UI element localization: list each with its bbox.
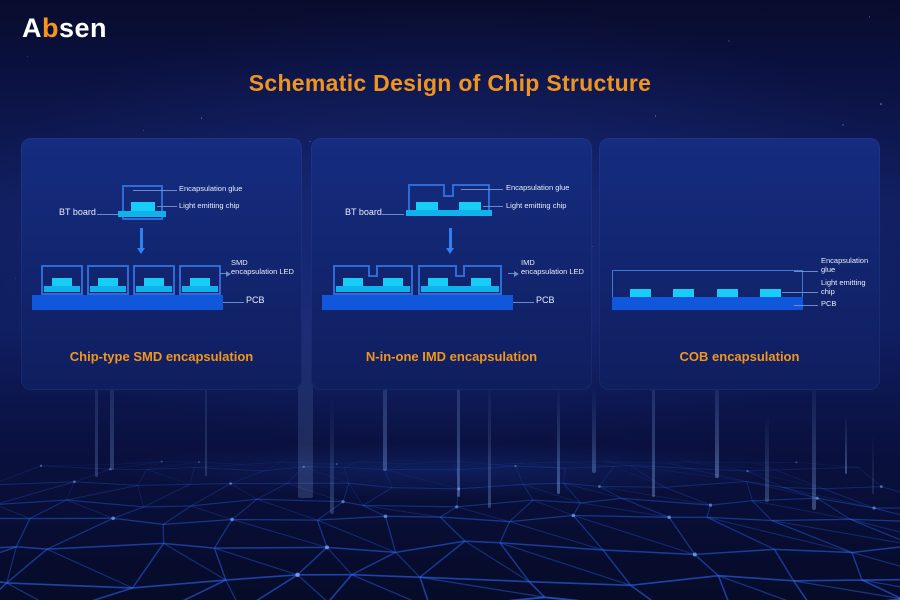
label-glue-line2: glue <box>821 265 836 274</box>
label-glue-line1: Encapsulation <box>821 256 869 265</box>
panel-caption: N-in-one IMD encapsulation <box>365 349 538 364</box>
label-led-line2: encapsulation LED <box>521 267 584 276</box>
leader-encapsulation-glue <box>794 271 818 272</box>
label-pcb: PCB <box>246 295 265 305</box>
leader-pcb <box>513 302 534 303</box>
label-light-emitting-chip: Light emitting chip <box>179 201 240 210</box>
imd-light-emitting-chip <box>459 202 481 210</box>
label-led-line1: IMD <box>521 258 535 267</box>
imd-light-emitting-chip <box>416 202 438 210</box>
leader-light-emitting-chip <box>483 206 503 207</box>
absen-logo: Absen <box>22 13 107 44</box>
smd-light-emitting-chip <box>131 202 155 211</box>
pcb-bar <box>612 297 803 310</box>
package-chip <box>343 278 363 286</box>
leader-light-emitting-chip <box>157 206 177 207</box>
package-base <box>90 286 126 292</box>
leader-light-emitting-chip <box>782 292 818 293</box>
logo-letter-a: A <box>22 13 42 43</box>
leader-encapsulation-glue <box>461 189 503 190</box>
cob-light-emitting-chip <box>717 289 738 297</box>
imd-notch <box>368 265 378 277</box>
label-led-line2: encapsulation LED <box>231 267 294 276</box>
leader-encapsulation-glue <box>133 190 177 191</box>
package-chip <box>98 278 118 286</box>
smd-bt-board-strip <box>118 211 166 217</box>
panel-imd-encapsulation: Encapsulation glue Light emitting chip B… <box>311 138 592 390</box>
smd-package <box>87 265 129 295</box>
label-bt-board: BT board <box>345 207 382 217</box>
package-base <box>44 286 80 292</box>
label-bt-board: BT board <box>59 207 96 217</box>
package-chip <box>190 278 210 286</box>
leader-pcb <box>223 302 244 303</box>
panel-caption: COB encapsulation <box>679 349 800 364</box>
logo-letters-sen: sen <box>59 13 108 43</box>
leader-bt-board <box>97 214 118 215</box>
cob-light-emitting-chip <box>760 289 781 297</box>
imd-notch <box>455 265 465 277</box>
page-title: Schematic Design of Chip Structure <box>248 70 652 96</box>
pcb-bar <box>322 295 513 310</box>
package-chip <box>471 278 491 286</box>
imd-notch <box>443 184 454 197</box>
cob-light-emitting-chip <box>673 289 694 297</box>
leader-encapsulation-led <box>220 270 231 277</box>
label-chip-line1: Light emitting <box>821 278 866 287</box>
down-arrow <box>446 228 454 254</box>
smd-package <box>41 265 83 295</box>
logo-letter-b: b <box>42 13 59 43</box>
label-pcb: PCB <box>536 295 555 305</box>
label-led-line1: SMD <box>231 258 248 267</box>
label-chip-line2: chip <box>821 287 835 296</box>
imd-bt-board-strip <box>406 210 492 216</box>
panel-smd-encapsulation: Encapsulation glue Light emitting chip B… <box>21 138 302 390</box>
label-light-emitting-chip: Light emitting chip <box>506 201 567 210</box>
package-base <box>336 286 410 292</box>
label-encapsulation-glue: Encapsulation glue <box>179 184 243 193</box>
leader-pcb <box>794 305 818 306</box>
leader-bt-board <box>382 214 404 215</box>
package-base <box>136 286 172 292</box>
smd-package <box>179 265 221 295</box>
cob-light-emitting-chip <box>630 289 651 297</box>
package-chip <box>428 278 448 286</box>
background-mesh <box>0 460 900 600</box>
package-chip <box>144 278 164 286</box>
pcb-bar <box>32 295 223 310</box>
label-pcb: PCB <box>821 299 837 308</box>
horizon-glow <box>0 430 900 510</box>
package-base <box>182 286 218 292</box>
package-chip <box>383 278 403 286</box>
panel-caption: Chip-type SMD encapsulation <box>69 349 254 364</box>
panel-cob-encapsulation: Encapsulation glue Light emitting chip P… <box>599 138 880 390</box>
smd-glue-outline <box>122 185 163 220</box>
smd-package <box>133 265 175 295</box>
package-chip <box>52 278 72 286</box>
package-base <box>421 286 499 292</box>
down-arrow <box>137 228 145 254</box>
label-encapsulation-glue: Encapsulation glue <box>506 183 570 192</box>
leader-encapsulation-led <box>508 270 519 277</box>
